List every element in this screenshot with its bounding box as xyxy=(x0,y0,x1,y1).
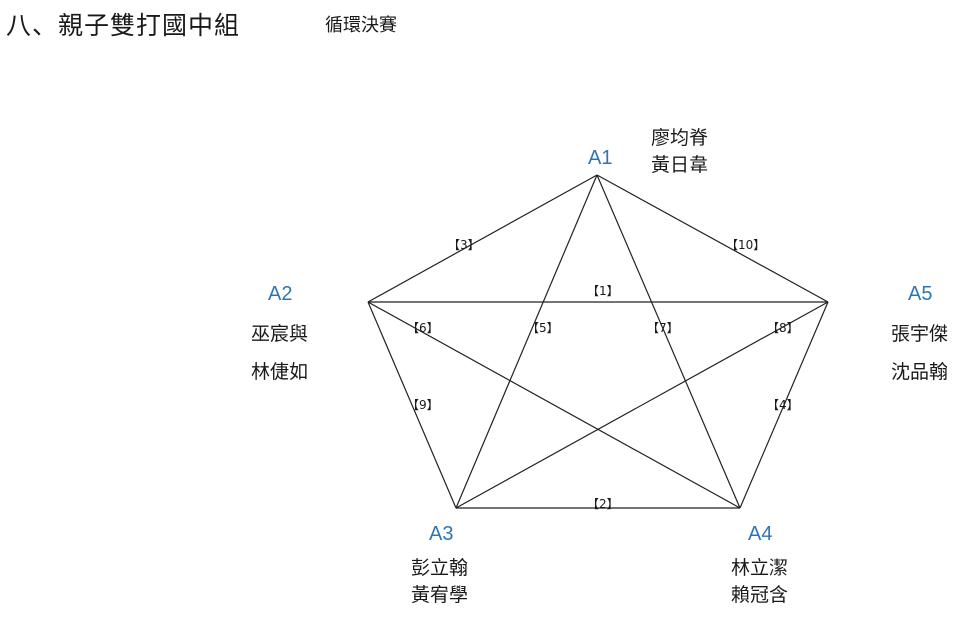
page-title: 八、親子雙打國中組 xyxy=(6,11,241,40)
match-label-6: 【6】 xyxy=(407,321,439,335)
a3-player-1: 彭立翰 xyxy=(411,557,469,579)
match-label-4: 【4】 xyxy=(767,398,799,412)
match-line-5 xyxy=(455,174,598,509)
match-line-9 xyxy=(367,301,457,509)
a3-player-2: 黃宥學 xyxy=(411,584,469,606)
a5-player-1: 張宇傑 xyxy=(891,323,949,345)
match-label-8: 【8】 xyxy=(767,321,799,335)
match-label-1: 【1】 xyxy=(587,284,619,298)
match-label-10: 【10】 xyxy=(726,238,766,252)
node-label-a4: A4 xyxy=(748,523,773,545)
match-label-2: 【2】 xyxy=(587,497,619,511)
node-label-a2: A2 xyxy=(268,283,293,305)
node-label-a3: A3 xyxy=(429,523,454,545)
a1-player-2: 黃日韋 xyxy=(651,154,709,176)
page-subtitle: 循環決賽 xyxy=(325,15,397,36)
node-label-a5: A5 xyxy=(908,283,933,305)
a1-player-1: 廖均脊 xyxy=(651,127,709,149)
match-label-5: 【5】 xyxy=(527,321,559,335)
a4-player-1: 林立潔 xyxy=(731,557,789,579)
a2-player-2: 林倢如 xyxy=(251,361,309,383)
match-line-8 xyxy=(455,301,829,509)
match-line-4 xyxy=(739,301,829,509)
a4-player-2: 賴冠含 xyxy=(731,584,789,606)
match-line-7 xyxy=(596,174,741,509)
match-line-10 xyxy=(596,174,829,303)
match-label-9: 【9】 xyxy=(407,398,439,412)
match-line-6 xyxy=(367,301,741,509)
a2-player-1: 巫宸與 xyxy=(251,323,309,345)
match-label-7: 【7】 xyxy=(647,321,679,335)
node-label-a1: A1 xyxy=(588,147,613,169)
match-label-3: 【3】 xyxy=(448,238,480,252)
a5-player-2: 沈品翰 xyxy=(891,361,949,383)
match-line-3 xyxy=(367,174,598,303)
